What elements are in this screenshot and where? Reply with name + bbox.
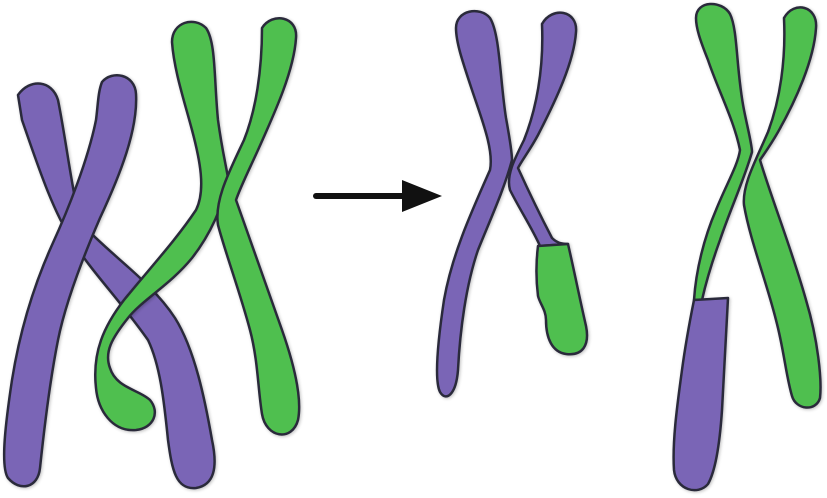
recombinant-green-chromatid-left-top <box>694 4 752 300</box>
green-chromatid-b <box>217 18 299 434</box>
recombinant-purple-chromatid-left <box>437 11 512 396</box>
recombinant-green-chromosome <box>674 4 821 490</box>
recombinant-green-segment <box>537 244 588 354</box>
right-arrow-icon <box>316 180 442 212</box>
purple-chromosome-left <box>4 75 214 488</box>
recombinant-purple-chromosome <box>437 11 587 396</box>
recombinant-green-chromatid-right <box>744 7 821 407</box>
recombinant-purple-chromatid-right-top <box>509 13 576 246</box>
recombinant-purple-segment <box>674 298 728 490</box>
